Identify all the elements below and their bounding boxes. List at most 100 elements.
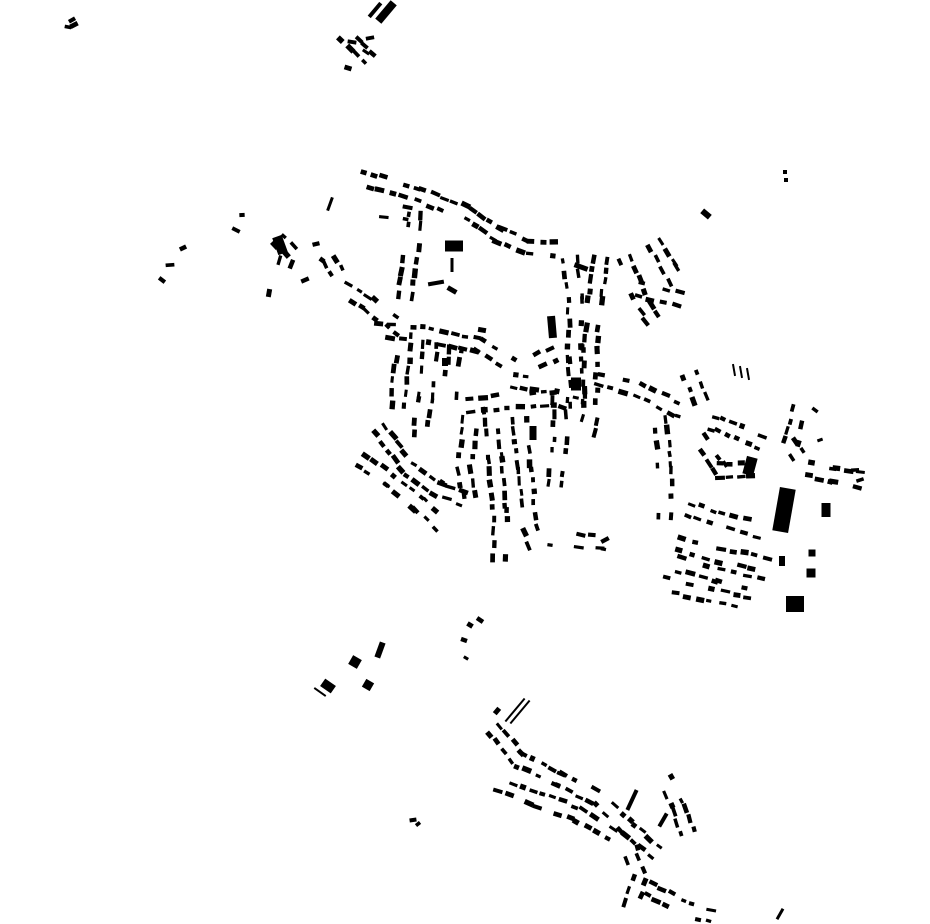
building <box>519 783 527 791</box>
building <box>418 210 423 221</box>
building <box>408 332 413 339</box>
building <box>400 254 406 264</box>
building <box>786 596 804 612</box>
building <box>265 288 273 298</box>
building <box>354 462 364 471</box>
building <box>410 324 417 330</box>
building <box>565 329 572 338</box>
building <box>363 469 371 476</box>
building <box>360 451 371 461</box>
building <box>705 918 712 924</box>
building <box>492 706 502 716</box>
building <box>580 398 585 405</box>
building <box>504 697 526 723</box>
building <box>492 515 497 523</box>
building <box>595 546 605 550</box>
building <box>789 403 796 413</box>
building <box>550 446 554 453</box>
building <box>695 596 705 604</box>
building <box>659 299 668 305</box>
building <box>409 291 415 302</box>
building <box>616 257 624 267</box>
building <box>390 376 395 383</box>
building <box>436 206 445 213</box>
building <box>594 324 601 333</box>
building <box>728 512 739 520</box>
building <box>725 525 736 532</box>
building <box>658 265 666 276</box>
building <box>737 460 745 466</box>
building <box>231 226 241 234</box>
building <box>402 182 410 189</box>
building <box>371 428 381 438</box>
building <box>406 221 411 228</box>
building <box>655 843 663 850</box>
building <box>528 754 536 762</box>
building <box>481 406 487 415</box>
building <box>532 511 539 521</box>
building <box>495 722 503 731</box>
building <box>700 208 712 220</box>
building <box>312 241 320 247</box>
building <box>489 504 495 510</box>
building <box>684 569 696 577</box>
building <box>157 276 167 284</box>
building <box>733 592 741 598</box>
building <box>439 195 450 203</box>
building <box>668 512 674 521</box>
building <box>455 356 463 367</box>
building <box>547 315 557 339</box>
building <box>578 320 585 327</box>
building <box>806 568 816 578</box>
building <box>583 822 593 831</box>
building <box>499 455 506 463</box>
building <box>343 280 354 288</box>
building <box>662 574 671 581</box>
building <box>714 475 726 481</box>
building <box>570 804 579 811</box>
building <box>367 1 383 19</box>
building <box>461 334 469 339</box>
building <box>520 526 529 538</box>
building <box>679 374 687 382</box>
building <box>563 447 569 455</box>
building <box>645 296 655 304</box>
building <box>426 408 433 419</box>
building <box>482 417 488 427</box>
buildings-layer <box>64 0 865 924</box>
building <box>647 853 655 861</box>
building <box>787 418 794 426</box>
building <box>597 371 606 378</box>
building <box>746 565 756 572</box>
building <box>678 830 684 837</box>
building <box>472 346 481 354</box>
building <box>535 773 542 779</box>
building <box>401 402 407 409</box>
building <box>463 655 469 661</box>
building <box>431 525 439 533</box>
building <box>392 330 401 338</box>
building <box>446 285 458 295</box>
building <box>411 429 417 438</box>
building <box>477 326 487 334</box>
building <box>490 392 500 399</box>
building <box>460 414 465 424</box>
building <box>652 309 661 319</box>
building <box>701 555 711 562</box>
building <box>587 532 596 538</box>
building <box>501 477 507 487</box>
building <box>620 830 632 841</box>
building <box>374 641 386 659</box>
building <box>499 465 504 474</box>
building <box>540 239 547 245</box>
building <box>729 549 738 555</box>
building <box>593 381 604 389</box>
building <box>414 197 422 204</box>
building <box>657 812 669 828</box>
building <box>540 761 548 768</box>
building <box>567 318 573 328</box>
building <box>739 529 749 536</box>
building <box>640 287 648 296</box>
building <box>678 797 685 804</box>
